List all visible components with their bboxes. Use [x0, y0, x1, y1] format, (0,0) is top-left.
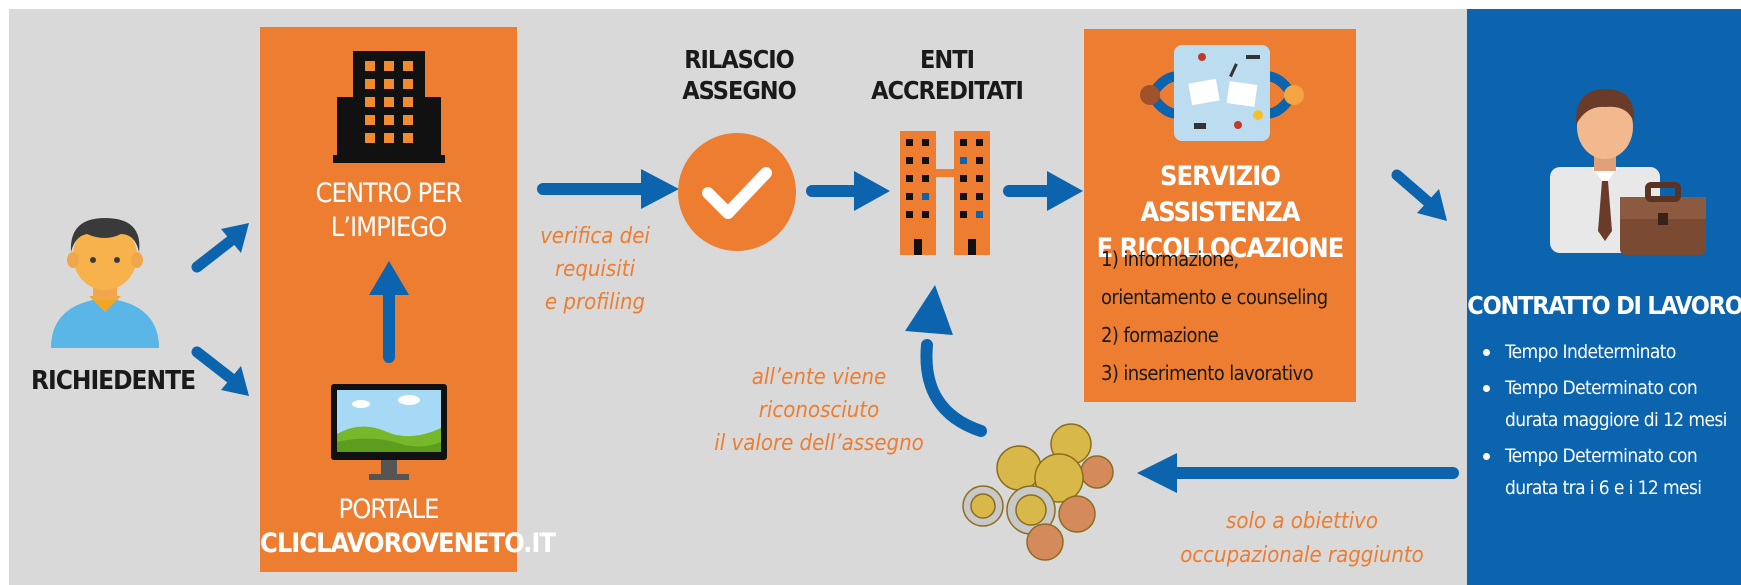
arrow-centro-rilascio	[537, 169, 679, 209]
obiettivo-label: solo a obiettivo occupazionale raggiunto	[1157, 505, 1447, 573]
riconosciuto-line3: il valore dell’assegno	[714, 431, 924, 456]
rilascio-line1: RILASCIO	[684, 45, 795, 74]
verifica-line1: verifica dei	[540, 224, 650, 249]
rilascio-line2: ASSEGNO	[682, 76, 796, 105]
verifica-label: verifica dei requisiti e profiling	[525, 220, 665, 319]
contratto-bullet-2: Tempo Determinato con durata maggiore di…	[1479, 372, 1741, 436]
servizio-title-line2: E RICOLLOCAZIONE	[1096, 233, 1345, 264]
portale-label: PORTALE CLICLAVOROVENETO.IT	[260, 493, 556, 561]
buildings-icon	[900, 131, 990, 255]
rilascio-label: RILASCIO ASSEGNO	[669, 44, 809, 106]
enti-line1: ENTI	[920, 45, 975, 74]
centro-label-line1: CENTRO PER	[315, 178, 463, 209]
servizio-item-1: 1) informazione,	[1101, 247, 1239, 271]
verifica-line2: requisiti	[555, 257, 635, 282]
enti-label: ENTI ACCREDITATI	[867, 44, 1027, 106]
monitor-icon	[331, 384, 447, 480]
arrow-portale-centro	[369, 261, 409, 363]
contratto-bullet-list: Tempo Indeterminato Tempo Determinato co…	[1479, 336, 1741, 504]
meeting-table-icon	[1140, 45, 1304, 141]
riconosciuto-line1: all’ente viene	[751, 365, 887, 390]
centro-label: CENTRO PER L’IMPIEGO	[260, 177, 517, 245]
arrow-servizio-contratto	[1391, 169, 1447, 221]
contratto-title: CONTRATTO DI LAVORO	[1467, 291, 1741, 320]
arrow-rilascio-enti	[806, 171, 890, 211]
contratto-bullet-1: Tempo Indeterminato	[1479, 336, 1741, 368]
servizio-title: SERVIZIO ASSISTENZA E RICOLLOCAZIONE	[1084, 159, 1356, 267]
portale-label-line2: CLICLAVOROVENETO.IT	[260, 528, 556, 559]
diagram-canvas: RICHIEDENTE CENTRO PER L’IMPIEGO	[9, 9, 1741, 585]
businessman-icon	[1550, 89, 1706, 255]
portale-label-line1: PORTALE	[338, 494, 440, 525]
checkmark-icon	[678, 133, 796, 251]
euro-coins-icon	[962, 423, 1114, 561]
person-icon	[51, 218, 159, 348]
arrow-contratto-monete	[1137, 453, 1459, 493]
richiedente-label: RICHIEDENTE	[31, 366, 196, 396]
contratto-bullet-3: Tempo Determinato con durata tra i 6 e i…	[1479, 440, 1741, 504]
servizio-title-line1: SERVIZIO ASSISTENZA	[1140, 161, 1300, 228]
servizio-item-3: 2) formazione	[1101, 323, 1219, 347]
verifica-line3: e profiling	[544, 290, 646, 315]
arrow-enti-servizio	[1003, 171, 1083, 211]
servizio-item-4: 3) inserimento lavorativo	[1101, 361, 1314, 385]
arrow-monete-enti	[905, 285, 987, 437]
office-building-icon	[333, 51, 445, 163]
servizio-items: 1) informazione, orientamento e counseli…	[1101, 240, 1351, 392]
arrow-richiedente-portale	[191, 346, 249, 396]
arrow-richiedente-centro	[191, 223, 249, 273]
centro-label-line2: L’IMPIEGO	[330, 212, 447, 243]
servizio-item-2: orientamento e counseling	[1101, 285, 1328, 309]
riconosciuto-label: all’ente viene riconosciuto il valore de…	[699, 361, 939, 460]
enti-line2: ACCREDITATI	[871, 76, 1024, 105]
obiettivo-line2: occupazionale raggiunto	[1180, 543, 1424, 568]
obiettivo-line1: solo a obiettivo	[1226, 509, 1378, 534]
riconosciuto-line2: riconosciuto	[758, 398, 880, 423]
